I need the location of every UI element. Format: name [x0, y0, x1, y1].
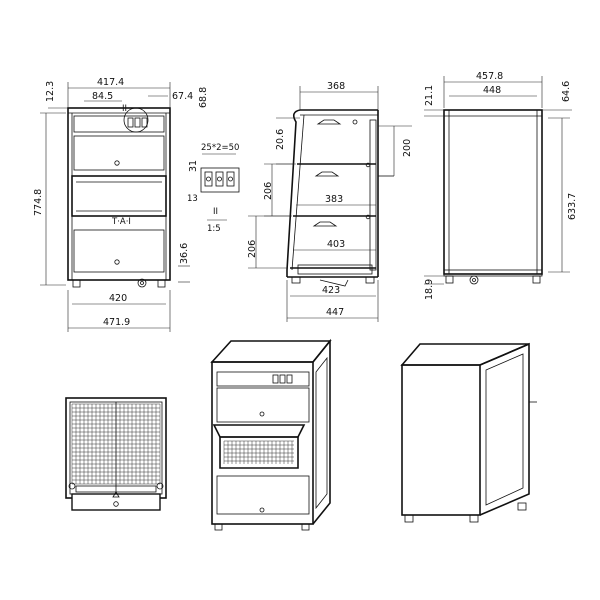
front-drawer-upper: [73, 135, 165, 171]
detail-scale: 1:5: [207, 224, 221, 234]
dim-447: 447: [326, 307, 344, 318]
dim-12-3: 12.3: [45, 81, 56, 102]
dim-471-9: 471.9: [103, 317, 130, 328]
front-drawer-middle: [71, 175, 167, 217]
dim-84-5: 84.5: [92, 91, 113, 102]
switch-3: [141, 117, 148, 128]
detail-switch-1: [204, 171, 213, 187]
front-model-marking: T·A·I: [111, 217, 131, 227]
drawer-knob-upper: [114, 160, 120, 166]
side-foot-rear: [365, 276, 375, 284]
section-wire-grid: [71, 403, 161, 485]
front-view: T·A·I 417.4 84.5 67.4 68.8 II 12.3 774.8…: [33, 77, 209, 332]
rear-caster: [469, 275, 479, 285]
dim-774-8: 774.8: [33, 189, 44, 216]
dim-403: 403: [327, 239, 345, 250]
detail-switch-2: [215, 171, 224, 187]
front-caster: [137, 278, 147, 288]
lamp-2: [314, 171, 340, 177]
front-foot-right: [157, 279, 166, 288]
dim-420: 420: [109, 293, 127, 304]
front-drawer-lower: [73, 229, 165, 273]
side-foot-front: [291, 276, 301, 284]
dim-64-6: 64.6: [561, 81, 572, 102]
dim-67-4: 67.4: [172, 91, 193, 102]
detail-switch-block: [200, 167, 240, 193]
detail-dim-13: 13: [187, 194, 198, 204]
dim-206-upper: 206: [263, 182, 274, 200]
side-cable: [319, 279, 349, 287]
lamp-1: [316, 119, 342, 125]
front-foot-left: [72, 279, 81, 288]
dim-68-8: 68.8: [198, 87, 209, 108]
section-grid-view: [65, 397, 167, 511]
side-curved-glass: [286, 109, 301, 271]
detail-pitch-dim: 25*2=50: [201, 143, 239, 153]
iso-rear-side: [479, 342, 530, 516]
dim-20-6: 20.6: [275, 129, 286, 150]
iso-drawer-grid: [223, 440, 294, 464]
isometric-front-view: [210, 338, 332, 531]
front-control-panel: [73, 115, 165, 133]
iso-drawer-lower: [216, 475, 310, 515]
dim-383: 383: [325, 194, 343, 205]
rear-foot-left: [445, 275, 454, 284]
drawer-knob-lower: [114, 259, 120, 265]
rear-foot-right: [532, 275, 541, 284]
detail-label: II: [213, 207, 218, 217]
dim-423: 423: [322, 285, 340, 296]
switch-2: [134, 117, 141, 128]
dim-21-1: 21.1: [424, 85, 435, 106]
iso-right-side: [312, 338, 331, 525]
detail-view-ii: 25*2=50 31 13 II 1:5: [187, 143, 239, 234]
detail-switch-3: [226, 171, 235, 187]
side-section-view: 368 20.6 200 206 383 206 403 423 447: [247, 81, 413, 322]
iso-rear-back: [401, 364, 481, 516]
iso-drawer-upper: [216, 387, 310, 423]
detail-dim-31: 31: [188, 160, 199, 172]
section-mark-front: II: [122, 104, 127, 114]
dim-633-7: 633.7: [567, 193, 578, 220]
section-drawer-knob: [113, 501, 119, 507]
dim-448: 448: [483, 85, 501, 96]
switch-1: [127, 117, 134, 128]
isometric-rear-view: [400, 342, 537, 523]
iso-pulled-drawer-top: [212, 424, 306, 438]
dim-457-8: 457.8: [476, 71, 503, 82]
detail-callout-circle: [123, 107, 149, 133]
iso-top: [210, 340, 332, 363]
lamp-3: [312, 221, 338, 227]
dim-417-4: 417.4: [97, 77, 124, 88]
iso-front: [211, 361, 314, 525]
dim-200: 200: [402, 139, 413, 157]
iso-rear-top: [400, 343, 530, 366]
rear-body-outline: [443, 109, 543, 275]
dim-206-lower: 206: [247, 240, 258, 258]
dim-368: 368: [327, 81, 345, 92]
dim-18-9: 18.9: [424, 279, 435, 300]
front-body-outline: [67, 107, 171, 281]
dim-36-6: 36.6: [179, 243, 190, 264]
rear-view: 457.8 448 64.6 21.1 633.7 18.9: [424, 71, 578, 300]
